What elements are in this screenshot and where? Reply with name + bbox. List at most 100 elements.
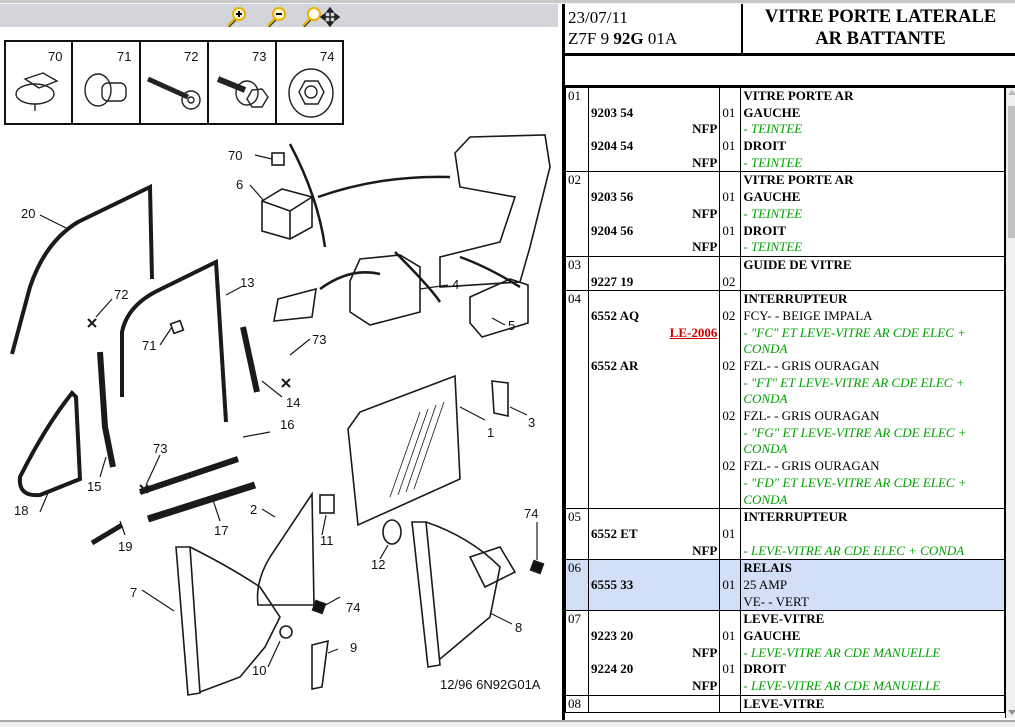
spacer: [722, 155, 738, 172]
part-reference[interactable]: 9227 19: [591, 273, 634, 289]
header-date: 23/07/11: [568, 8, 628, 27]
callout-19[interactable]: 19: [118, 539, 132, 554]
callout-2[interactable]: 2: [250, 502, 257, 517]
callout-74[interactable]: 74: [346, 600, 360, 615]
callout-72[interactable]: 72: [114, 287, 128, 302]
callout-10[interactable]: 10: [252, 663, 266, 678]
spacer: [591, 441, 717, 458]
callout-13[interactable]: 13: [240, 275, 254, 290]
magnifier-plus-icon: [226, 7, 246, 27]
part-note: - TEINTEE: [743, 121, 803, 137]
part-label: FCY- - BEIGE IMPALA: [743, 307, 873, 323]
spacer: [591, 391, 717, 408]
vertical-scrollbar[interactable]: [1006, 88, 1015, 718]
spacer: [722, 492, 738, 509]
item-index: 06: [568, 560, 581, 576]
callout-15[interactable]: 15: [87, 479, 101, 494]
part-reference[interactable]: 6552 AR: [591, 358, 639, 373]
spacer: [591, 88, 717, 105]
part-reference[interactable]: 9223 20: [591, 628, 634, 643]
status-nfp: NFP: [692, 121, 718, 137]
callout-14[interactable]: 14: [286, 395, 300, 410]
parts-list-pane: 23/07/11 Z7F 9 92G 01A VITRE PORTE LATER…: [562, 4, 1015, 720]
callout-9[interactable]: 9: [350, 640, 357, 655]
part-reference[interactable]: 9203 56: [591, 189, 634, 205]
spacer: [591, 611, 717, 628]
callout-6[interactable]: 6: [236, 177, 243, 192]
callout-73[interactable]: 73: [312, 332, 326, 347]
callout-8[interactable]: 8: [515, 620, 522, 635]
callout-16[interactable]: 16: [280, 417, 294, 432]
spacer: [722, 611, 738, 628]
legend-label-71: 71: [117, 49, 131, 64]
spacer: [722, 678, 738, 695]
zoom-out-button[interactable]: [265, 5, 289, 27]
part-reference[interactable]: 9204 54: [591, 138, 634, 154]
callout-1[interactable]: 1: [487, 425, 494, 440]
code-group: 92G: [613, 29, 644, 48]
part-quantity: 02: [722, 408, 736, 424]
spacer: [591, 341, 717, 358]
scroll-down-arrow-icon[interactable]: [1008, 710, 1015, 715]
part-note: CONDA: [743, 391, 788, 407]
spacer: [722, 375, 738, 392]
part-reference[interactable]: 6552 AQ: [591, 307, 640, 323]
part-reference[interactable]: 9224 20: [591, 661, 634, 677]
page-title: VITRE PORTE LATERALE AR BATTANTE: [743, 6, 1015, 50]
part-title: INTERRUPTEUR: [743, 291, 848, 307]
part-label: FZL- - GRIS OURAGAN: [743, 358, 880, 373]
part-label: GAUCHE: [743, 628, 801, 643]
part-reference[interactable]: 6552 ET: [591, 525, 638, 541]
parts-row[interactable]: 08 LEVE-VITRE: [565, 694, 1005, 714]
spacer: [722, 475, 738, 492]
reference-cell: 6552 AQ LE-2006 6552 AR: [588, 290, 721, 510]
part-quantity: 01: [722, 525, 736, 541]
callout-5[interactable]: 5: [508, 318, 515, 333]
part-title: INTERRUPTEUR: [743, 509, 848, 525]
spacer: [722, 206, 738, 223]
spacer: [722, 239, 738, 256]
spacer: [591, 509, 717, 526]
spacer: [722, 594, 738, 611]
part-reference[interactable]: 9204 56: [591, 222, 634, 238]
scrollbar-thumb[interactable]: [1008, 106, 1015, 238]
spacer: [591, 696, 717, 713]
callout-70[interactable]: 70: [228, 148, 242, 163]
zoom-in-button[interactable]: [225, 5, 249, 27]
callout-3[interactable]: 3: [528, 415, 535, 430]
callout-74[interactable]: 74: [524, 506, 538, 521]
part-quantity: 01: [722, 222, 736, 238]
part-quantity: 02: [722, 358, 736, 373]
spacer: [722, 88, 738, 105]
callout-4[interactable]: 4: [452, 277, 459, 292]
callout-7[interactable]: 7: [130, 585, 137, 600]
part-reference: [591, 408, 717, 425]
part-quantity: 02: [722, 458, 736, 474]
zoom-pan-button[interactable]: [300, 5, 340, 27]
part-note: CONDA: [743, 491, 788, 507]
part-quantity: 01: [722, 189, 736, 205]
callout-18[interactable]: 18: [14, 503, 28, 518]
part-reference[interactable]: 9203 54: [591, 104, 634, 120]
callout-12[interactable]: 12: [371, 557, 385, 572]
callout-11[interactable]: 11: [320, 533, 334, 548]
quantity-cell: [719, 694, 742, 714]
callout-71[interactable]: 71: [142, 338, 156, 353]
scroll-up-arrow-icon[interactable]: [1008, 90, 1015, 95]
part-quantity: 01: [722, 104, 736, 120]
callout-20[interactable]: 20: [21, 206, 35, 221]
item-index-cell: 02: [565, 171, 590, 257]
version-link[interactable]: LE-2006: [669, 324, 718, 340]
part-reference[interactable]: 6555 33: [591, 576, 634, 592]
callout-73[interactable]: 73: [153, 441, 167, 456]
callout-17[interactable]: 17: [214, 523, 228, 538]
